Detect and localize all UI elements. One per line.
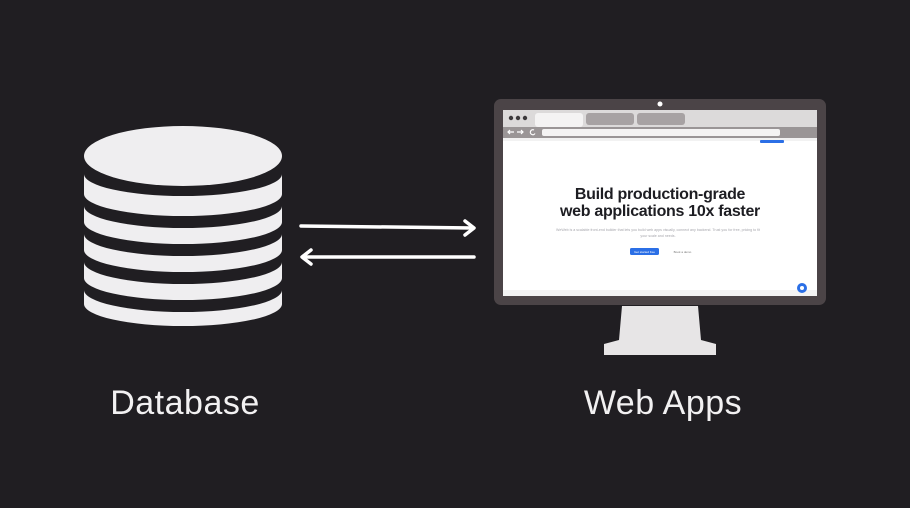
nav-cta: [760, 140, 784, 143]
back-icon: [507, 129, 514, 135]
address-bar: [542, 129, 780, 136]
webpage: [503, 138, 817, 296]
arrow-right-icon: [299, 219, 476, 237]
hero-subtitle: WeWeb is a scalable front-end builder th…: [556, 228, 760, 238]
webcam-icon: [657, 101, 663, 107]
refresh-icon: [529, 129, 536, 136]
hero-title-line1: Build production-grade: [574, 186, 746, 203]
database-layer-2: [84, 206, 282, 244]
forward-icon: [517, 129, 524, 135]
database-layer-1: [84, 174, 282, 216]
webpage-content: Build production-grade web applications …: [503, 138, 817, 296]
monitor-icon: Build production-grade web applications …: [494, 99, 826, 357]
browser-tab: [637, 113, 685, 125]
hero-title-line2: web applications 10x faster: [560, 203, 760, 220]
book-demo-button[interactable]: Book a demo: [673, 250, 692, 254]
arrows: [295, 214, 480, 268]
get-started-button[interactable]: Get started free: [630, 248, 659, 255]
monitor-stand: [604, 306, 716, 355]
database-layer-4: [84, 262, 282, 300]
database-icon: [78, 118, 288, 338]
browser-tab: [586, 113, 634, 125]
database-top: [84, 126, 282, 186]
browser-tab-active: [535, 113, 583, 127]
web-apps-label: Web Apps: [583, 384, 743, 422]
arrow-left-icon: [300, 248, 476, 266]
database-layer-5: [84, 290, 282, 326]
database-label: Database: [110, 384, 260, 422]
database-layer-3: [84, 234, 282, 272]
